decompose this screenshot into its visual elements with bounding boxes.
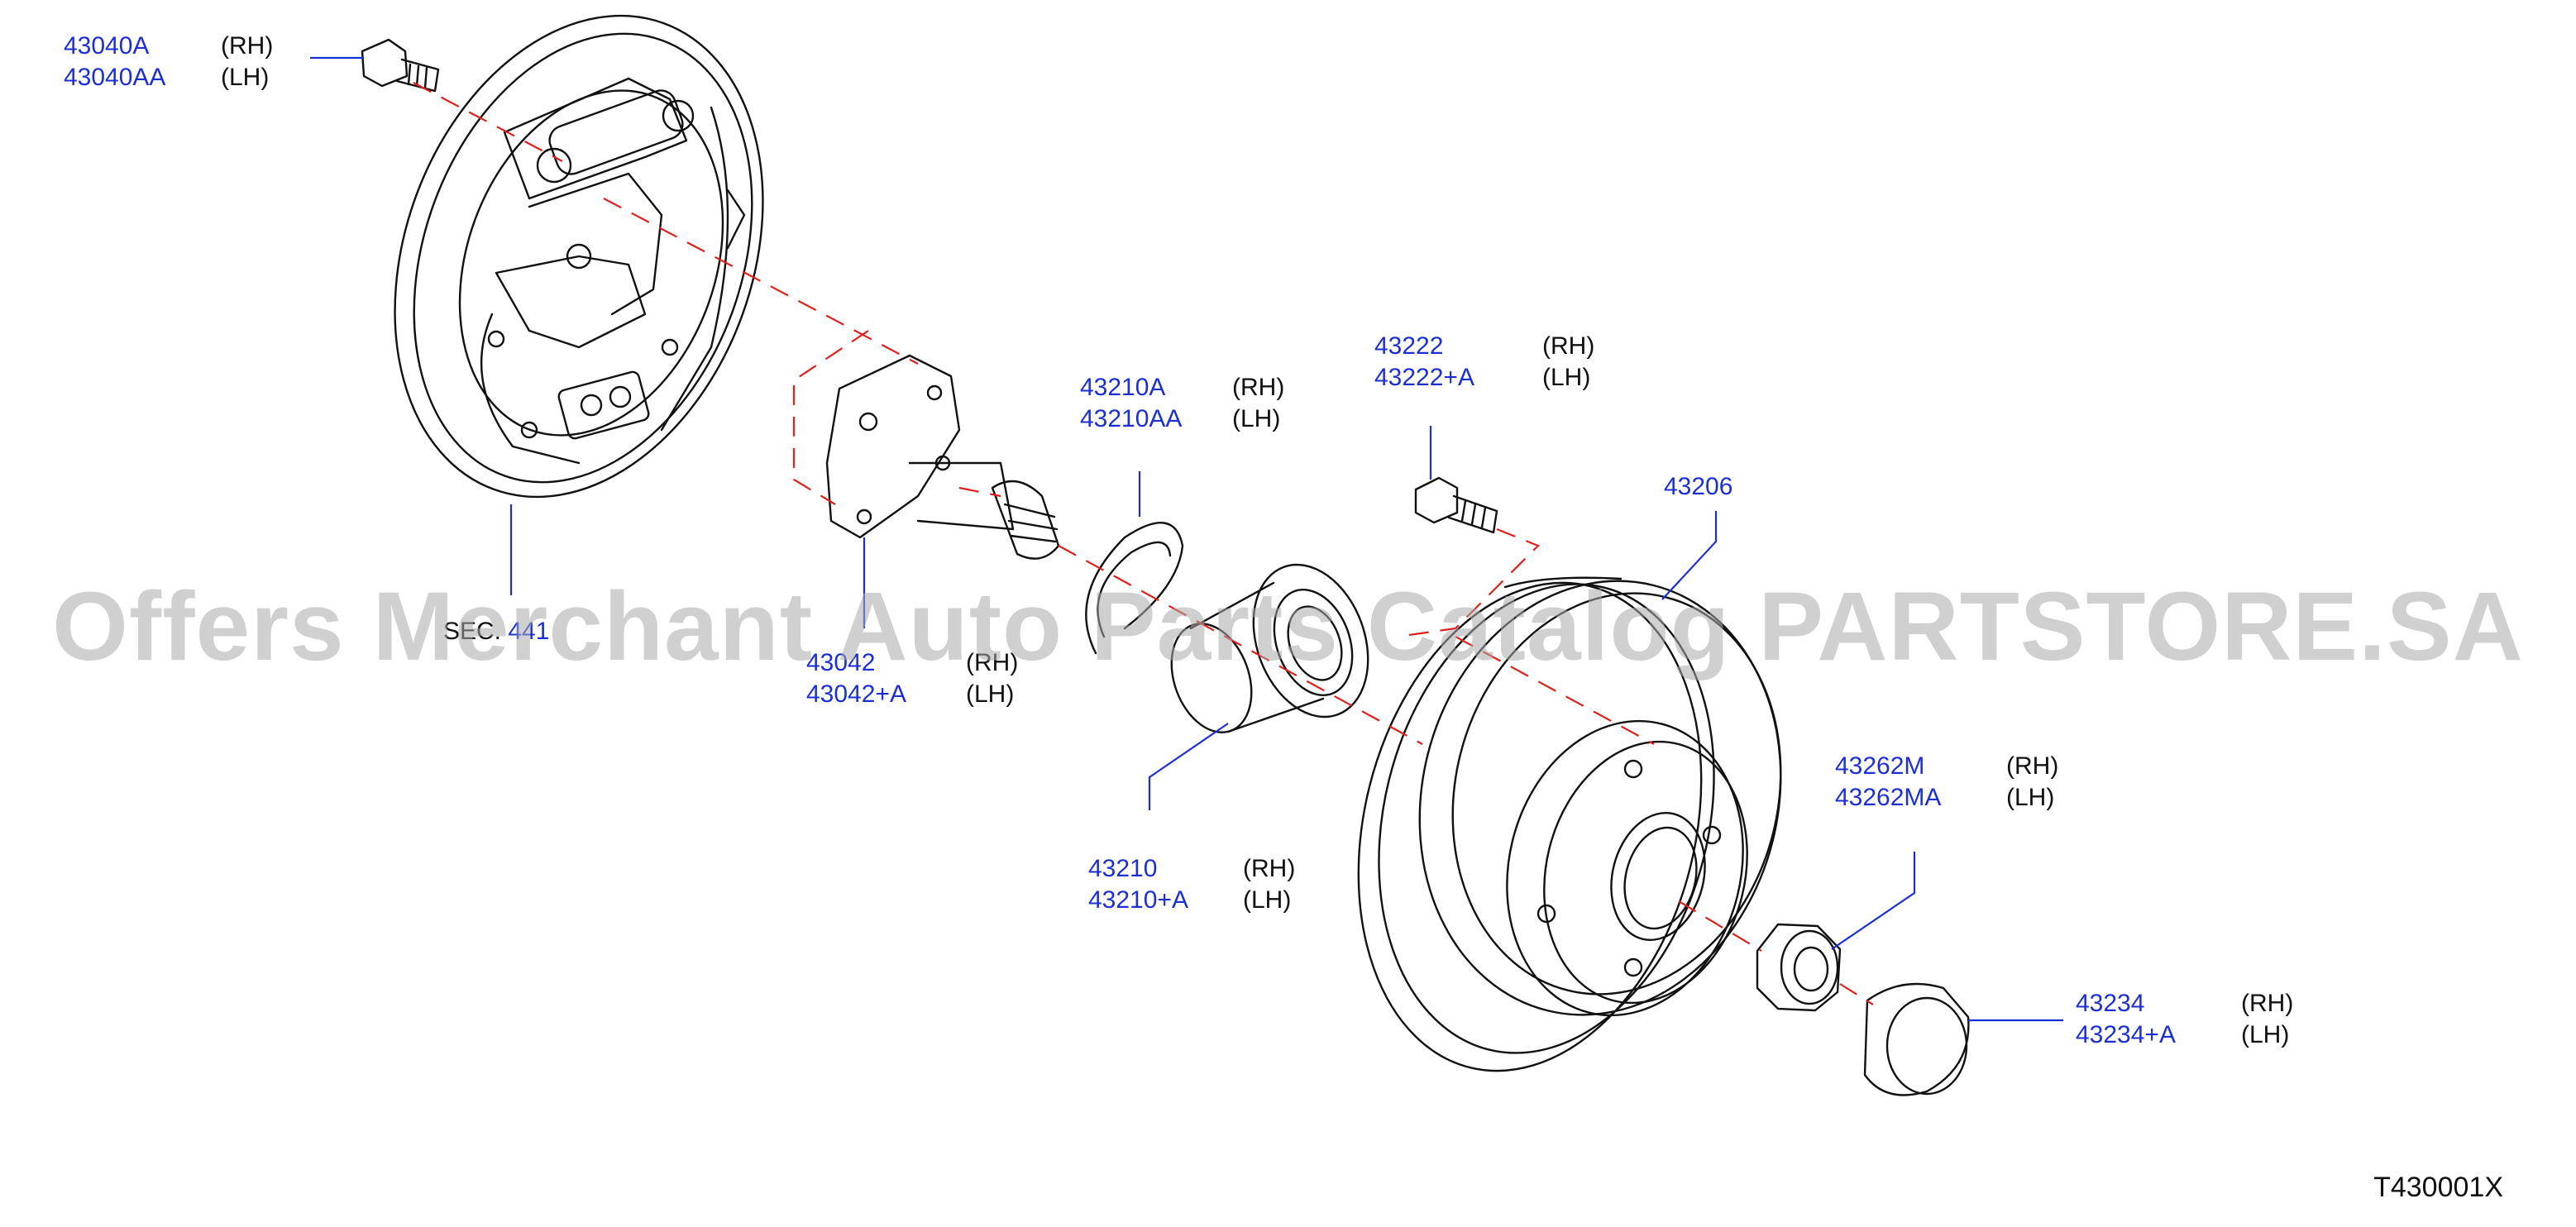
part-number-43222[interactable]: 43222 [1374,332,1444,360]
side-lh: (LH) [2241,1021,2290,1048]
callout-43234-sides: (RH) (LH) [2241,988,2293,1051]
callout-43210-sides: (RH) (LH) [1243,853,1295,916]
part-number-43234[interactable]: 43234 [2076,990,2145,1017]
side-lh: (LH) [1232,405,1281,432]
part-number-43040aa[interactable]: 43040AA [64,64,166,91]
callout-43042-sides: (RH) (LH) [966,647,1018,710]
brake-backing-plate-assembly [394,14,764,499]
callout-43222: 43222 43222+A [1374,331,1474,394]
part-number-43222-a[interactable]: 43222+A [1374,364,1474,391]
leader-lines [310,56,2063,1022]
callout-43234: 43234 43234+A [2076,988,2176,1051]
side-rh: (RH) [966,649,1019,676]
sec-reference: SEC. 441 [443,616,549,647]
hub-nut [1756,923,1842,1012]
part-number-43262ma[interactable]: 43262MA [1835,784,1942,811]
callout-43262: 43262M 43262MA [1835,751,1941,814]
callout-43040-sides: (RH) (LH) [221,31,273,93]
part-number-43206[interactable]: 43206 [1664,473,1733,500]
side-lh: (LH) [966,680,1015,708]
part-number-43042-a[interactable]: 43042+A [806,680,906,708]
part-number-43210-a[interactable]: 43210+A [1088,886,1188,914]
sec-prefix: SEC. [443,618,502,645]
brake-drum [1357,576,1782,1072]
side-rh: (RH) [1232,374,1285,401]
callout-43262-sides: (RH) (LH) [2006,751,2058,814]
part-number-43234-a[interactable]: 43234+A [2076,1021,2176,1048]
side-lh: (LH) [1243,886,1292,914]
snap-ring [1085,522,1184,655]
callout-43222-sides: (RH) (LH) [1542,331,1594,394]
side-lh: (LH) [1542,364,1591,391]
part-number-43210aa[interactable]: 43210AA [1080,405,1183,432]
callout-43206: 43206 [1664,471,1732,503]
backing-plate-bolt [361,38,440,93]
callout-43040: 43040A 43040AA [64,31,165,93]
grease-cap [1863,982,1970,1096]
drum-hub-bolt [1414,476,1498,534]
assembly-center-line [413,82,1874,1005]
part-number-43040a[interactable]: 43040A [64,32,150,60]
callout-43210: 43210 43210+A [1088,853,1188,916]
side-rh: (RH) [2006,752,2059,780]
callout-43210a: 43210A 43210AA [1080,372,1182,435]
wheel-bearing [1170,563,1369,733]
side-rh: (RH) [1243,855,1296,882]
part-number-43262m[interactable]: 43262M [1835,752,1925,780]
part-number-43210[interactable]: 43210 [1088,855,1158,882]
part-number-43210a[interactable]: 43210A [1080,374,1166,401]
side-lh: (LH) [2006,784,2055,811]
callout-43210a-sides: (RH) (LH) [1232,372,1284,435]
part-number-43042[interactable]: 43042 [806,649,876,676]
side-rh: (RH) [221,32,274,60]
axle-spindle [825,354,1060,560]
side-rh: (RH) [1542,332,1595,360]
sec-number[interactable]: 441 [508,618,550,645]
diagram-code: T430001X [2373,1172,2503,1203]
side-lh: (LH) [221,64,270,91]
callout-43042: 43042 43042+A [806,647,906,710]
side-rh: (RH) [2241,990,2294,1017]
